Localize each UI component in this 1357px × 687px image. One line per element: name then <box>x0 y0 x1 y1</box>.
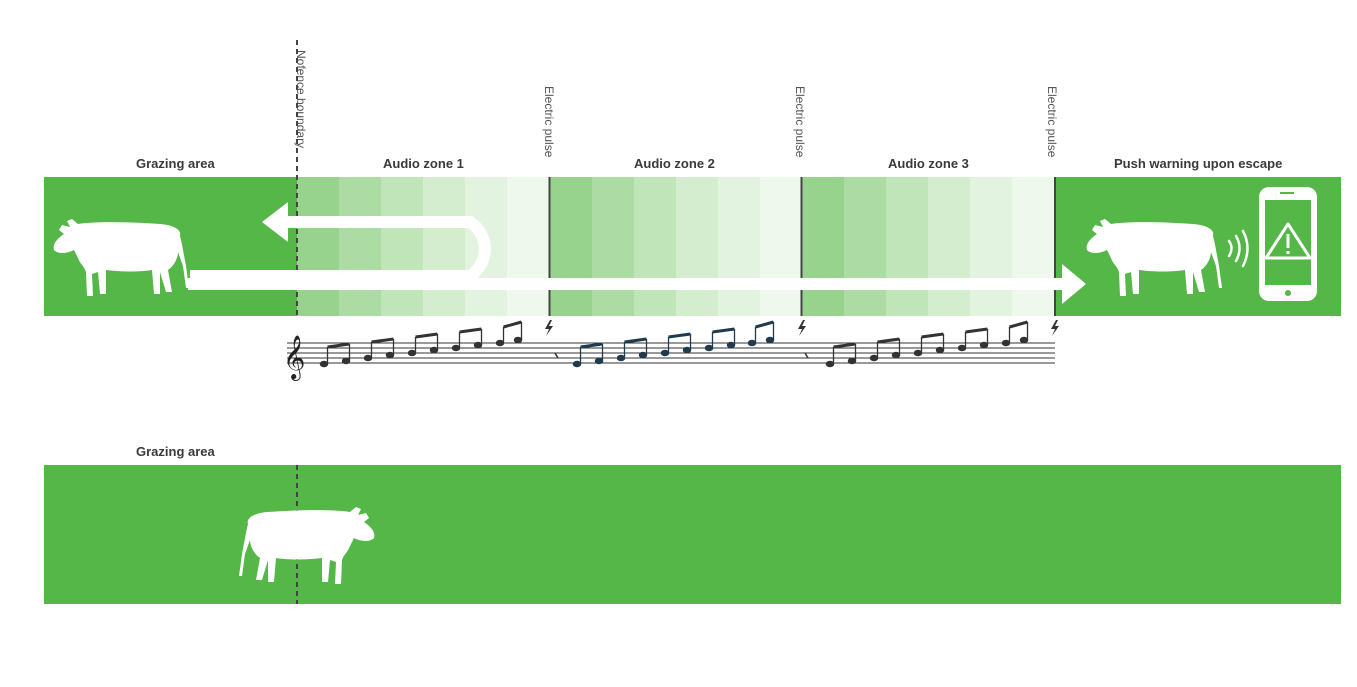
notes-zone-1 <box>319 320 523 368</box>
audio-zone-3 <box>802 177 1055 316</box>
audio-zone-2 <box>550 177 802 316</box>
lightning-bolt-icon-2 <box>798 320 806 336</box>
electric-pulse-label-2: Electric pulse <box>793 86 807 158</box>
smartphone-icon <box>1259 187 1317 301</box>
electric-pulse-label-1: Electric pulse <box>542 86 556 158</box>
lightning-bolt-icon-1 <box>545 320 553 336</box>
escape-arrow-head <box>1062 264 1086 304</box>
audio-zone-1-label: Audio zone 1 <box>383 156 464 171</box>
lightning-bolt-icon-3 <box>1051 320 1059 336</box>
notes-zone-3 <box>825 320 1029 368</box>
notes-zone-2 <box>572 320 775 368</box>
audio-zone-2-label: Audio zone 2 <box>634 156 715 171</box>
grazing-area-bottom <box>44 465 1341 604</box>
audio-zone-1 <box>297 177 549 316</box>
warning-triangle-icon <box>1264 222 1312 260</box>
grazing-area-label-bottom: Grazing area <box>136 444 215 459</box>
push-warning-label: Push warning upon escape <box>1114 156 1283 171</box>
return-arrow-head <box>262 202 288 242</box>
audio-zone-3-label: Audio zone 3 <box>888 156 969 171</box>
return-arrow <box>190 216 491 282</box>
grazing-area-label-top: Grazing area <box>136 156 215 171</box>
treble-clef-icon: 𝄞 <box>283 335 305 381</box>
electric-pulse-label-3: Electric pulse <box>1045 86 1059 158</box>
sound-waves-icon <box>1227 229 1249 268</box>
